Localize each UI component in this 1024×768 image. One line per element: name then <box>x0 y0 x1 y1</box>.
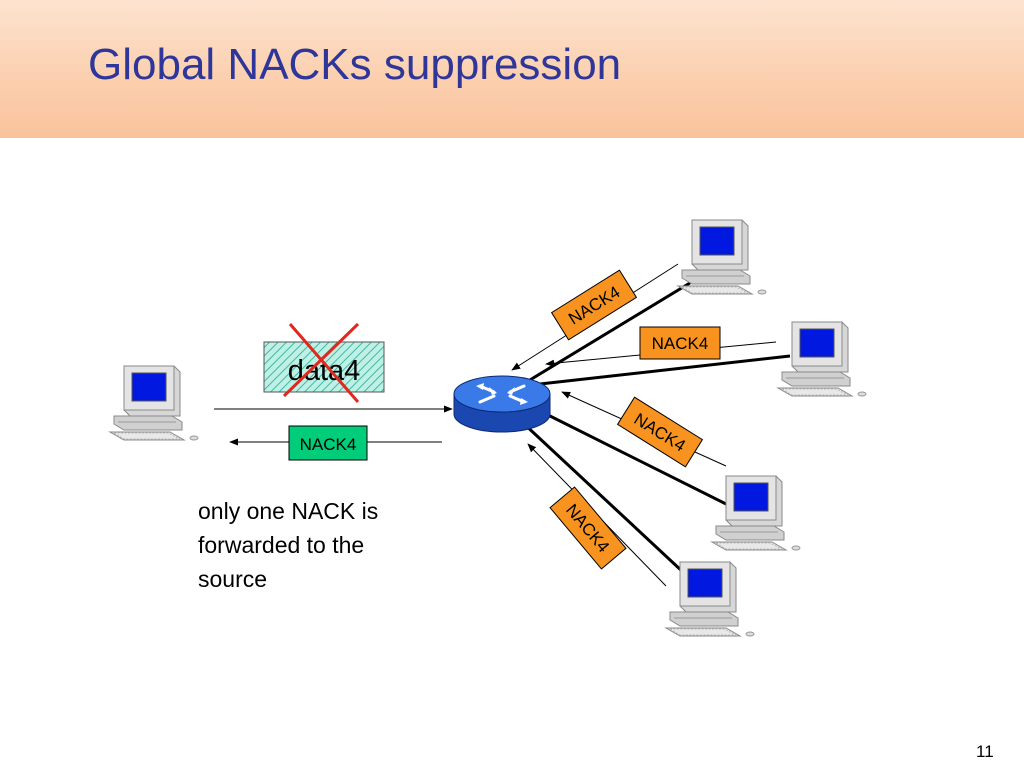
nack-box-source: NACK4 <box>288 425 368 461</box>
router-icon <box>453 375 551 433</box>
nack-box-receiver-1: NACK4 <box>550 269 638 341</box>
receiver-computer-icon <box>677 219 767 295</box>
caption-text: only one NACK is forwarded to the source <box>198 498 379 592</box>
cross-mark <box>282 322 360 403</box>
slide-title: Global NACKs suppression <box>88 40 622 89</box>
title-banner <box>0 0 1024 138</box>
nack-label: NACK4 <box>300 435 357 454</box>
router-links <box>519 270 791 588</box>
page-number: 11 <box>976 742 994 761</box>
nack-box-receiver-2: NACK4 <box>639 326 721 360</box>
receiver-computer-icon <box>777 321 867 397</box>
source-computer-icon <box>109 365 199 441</box>
data-packet: data4 <box>263 341 385 393</box>
receiver-computer-icon <box>711 475 801 551</box>
receiver-computer-icon <box>665 561 755 637</box>
nack-box-receiver-4: NACK4 <box>549 486 627 570</box>
nack-label: NACK4 <box>652 334 709 353</box>
